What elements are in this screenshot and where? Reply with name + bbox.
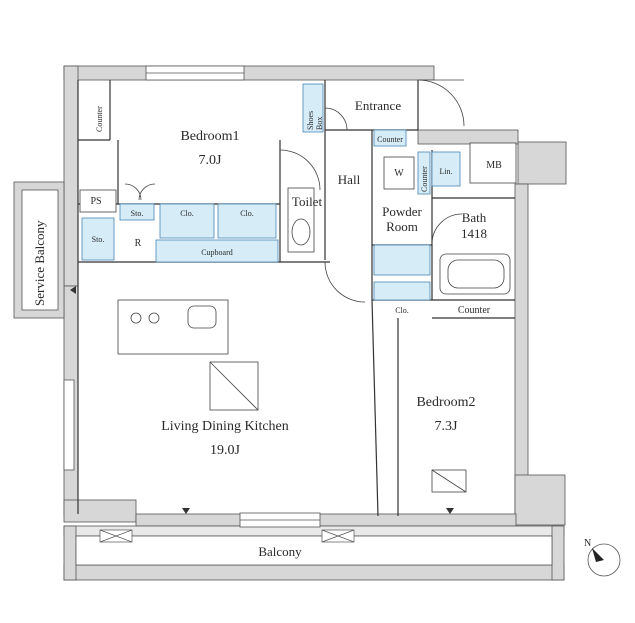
service-balcony: Service Balcony [13,181,65,319]
hall-label: Hall [338,172,361,187]
shoes-box-label-1: Shoes [306,111,315,130]
counter-label-bedroom2: Counter [458,305,491,316]
bedroom2-size: 7.3J [435,419,459,434]
counter-label-vertical: Counter [420,166,429,192]
service-balcony-label: Service Balcony [32,220,47,306]
w-label: W [394,168,404,179]
exterior-walls [63,65,567,581]
ldk-size: 19.0J [210,443,241,458]
clo-label-1: Clo. [180,209,194,218]
washer [383,156,415,190]
bedroom2-label: Bedroom2 [416,395,475,410]
ps-label: PS [90,196,101,207]
north-compass: N [584,538,621,577]
bath-size: 1418 [461,226,487,241]
shoes-box-label-2: Box [315,117,324,130]
shoes-box [302,83,324,133]
bedroom1-label: Bedroom1 [180,129,239,144]
clo-label-bedroom2: Clo. [395,306,409,315]
balcony-label: Balcony [258,544,302,559]
cupboard-label: Cupboard [201,248,233,257]
counter-vertical [417,151,431,195]
powder-room-label-1: Powder [382,204,422,219]
closet-2 [217,203,277,239]
fixtures [79,142,517,493]
powder-room-label-2: Room [386,219,418,234]
storage-small [119,203,155,221]
counter-entry [373,129,407,147]
vanity [373,244,431,276]
clo-label-2: Clo. [240,209,254,218]
bedroom1-size: 7.0J [199,153,223,168]
balcony: Balcony [75,529,553,566]
interior-walls [77,80,515,517]
lin-label: Lin. [439,167,452,176]
north-label: N [584,538,591,549]
cupboard [155,239,279,263]
r-label: R [135,238,142,249]
closet-bedroom2 [373,281,431,301]
sto-label-1: Sto. [131,209,144,218]
sto-label-2: Sto. [92,235,105,244]
ldk-label: Living Dining Kitchen [161,419,289,434]
counter-label-entry: Counter [377,135,403,144]
doors [124,79,465,303]
storage-sb [81,217,115,261]
closet-1 [159,203,215,239]
storage-areas [81,83,461,301]
toilet-label: Toilet [292,194,323,209]
mb-box [469,142,517,184]
windows [63,65,321,528]
arrows [70,286,454,514]
counter-label-bedroom1: Counter [95,106,104,132]
entrance-label: Entrance [355,98,401,113]
mb-label: MB [486,160,502,171]
linen [431,151,461,187]
bath-label: Bath [462,210,487,225]
